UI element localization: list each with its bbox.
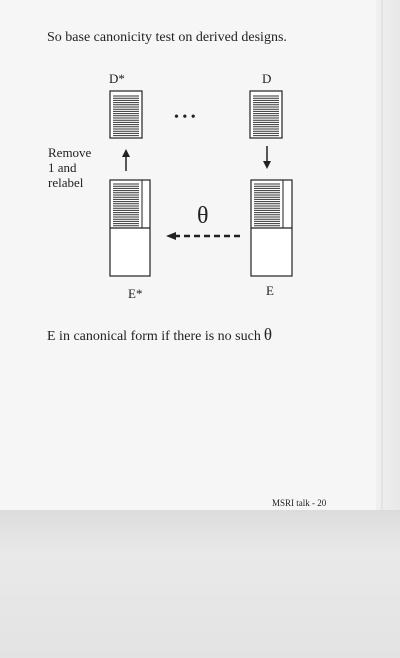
design-e-star-box	[109, 179, 151, 277]
e-lines	[254, 183, 280, 227]
slide-page	[0, 0, 400, 510]
side-note: Remove 1 and relabel	[48, 145, 91, 190]
design-d-star-box	[109, 90, 143, 139]
conclusion-theta: θ	[263, 325, 272, 344]
label-d-star: D*	[109, 71, 125, 87]
conclusion-text: E in canonical form if there is no such	[47, 329, 261, 344]
label-e-star: E*	[128, 286, 143, 301]
d-lines	[253, 95, 279, 137]
design-d-box	[249, 90, 283, 139]
page-edge	[376, 0, 400, 510]
ellipsis: • • •	[174, 110, 196, 125]
side-note-line-3: relabel	[48, 175, 84, 190]
slide-heading: So base canonicity test on derived desig…	[47, 30, 287, 45]
theta-symbol: θ	[197, 203, 209, 229]
label-d-star-text: D*	[109, 71, 125, 86]
diagram-canvas	[109, 0, 383, 510]
e-star-lines	[113, 183, 139, 227]
down-arrow	[263, 146, 271, 169]
side-note-line-2: 1 and	[48, 160, 77, 175]
label-e: E	[266, 283, 274, 298]
background-area	[0, 510, 400, 658]
side-note-line-1: Remove	[48, 145, 92, 160]
slide-number: MSRI talk - 20	[272, 498, 327, 508]
up-arrow	[122, 149, 130, 171]
d-star-lines	[113, 95, 139, 137]
design-e-box	[250, 179, 293, 277]
dashed-arrow-theta	[166, 232, 240, 240]
label-d: D	[262, 71, 272, 86]
